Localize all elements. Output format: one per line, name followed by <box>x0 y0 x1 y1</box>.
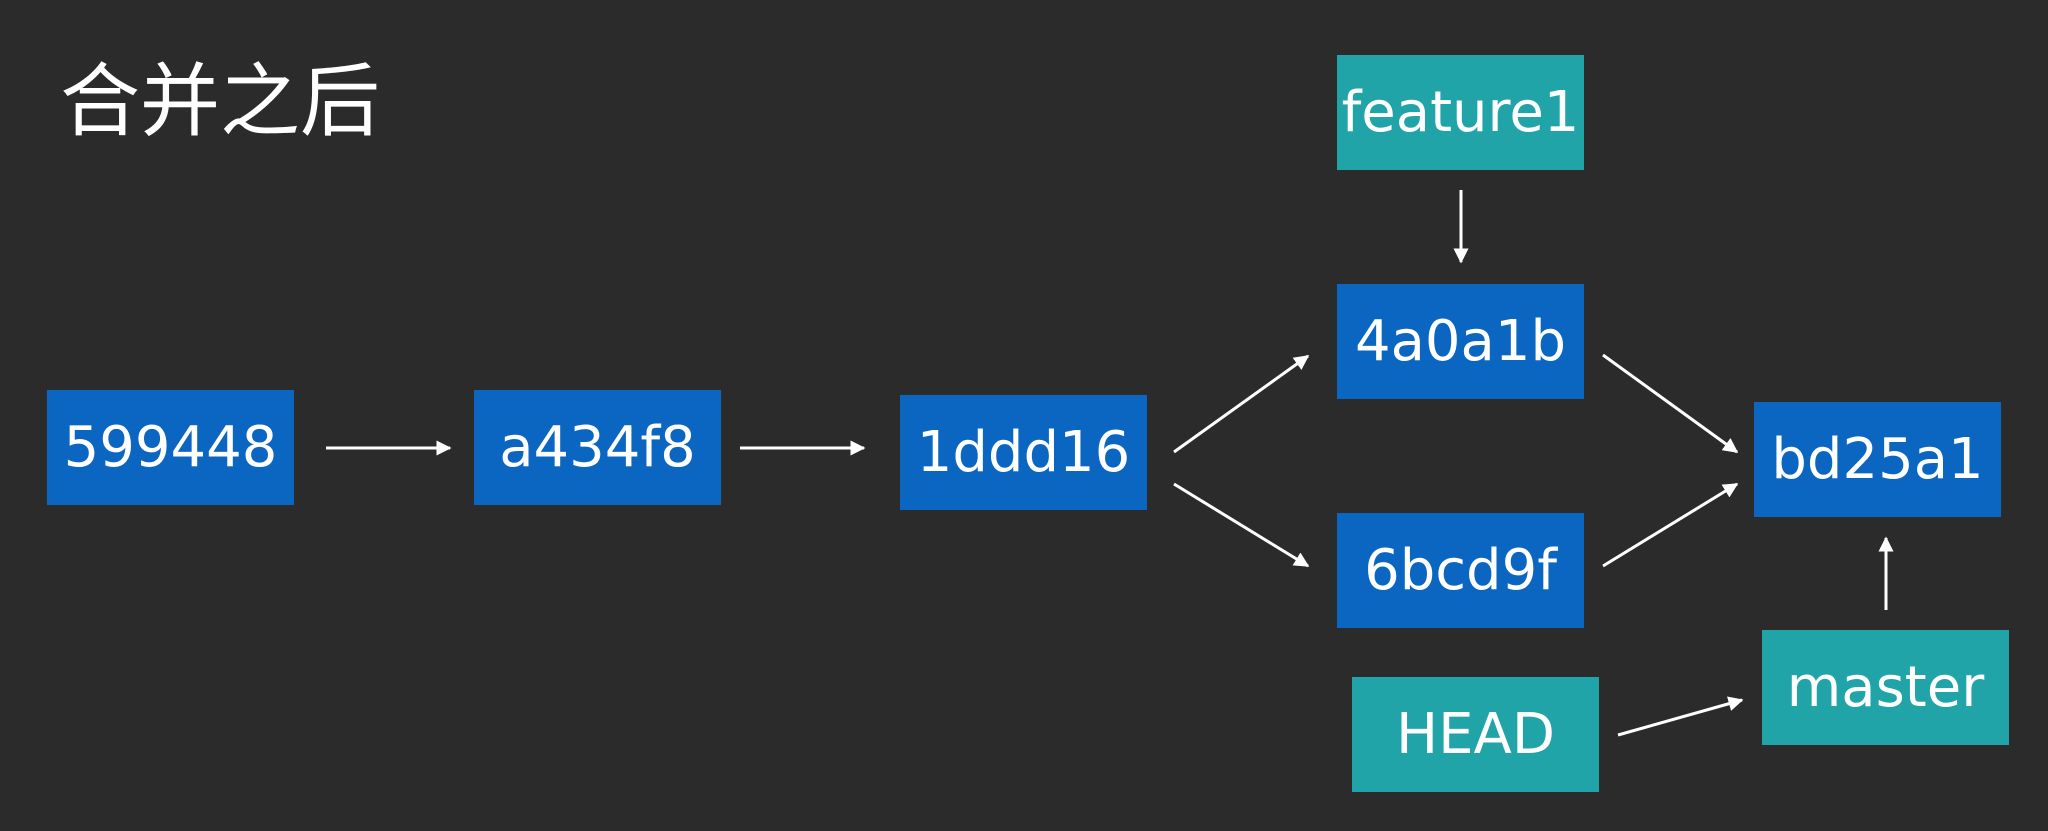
commit-node-a434f8[interactable]: a434f8 <box>474 390 721 505</box>
slide-title: 合并之后 <box>60 55 380 148</box>
commit-node-1ddd16[interactable]: 1ddd16 <box>900 395 1147 510</box>
branch-label-feature1[interactable]: feature1 <box>1337 55 1584 170</box>
head-label[interactable]: HEAD <box>1352 677 1599 792</box>
edge-1ddd16-to-6bcd9f <box>1173 482 1310 568</box>
edge-4a0a1b-to-bd25a1 <box>1602 353 1739 454</box>
commit-node-6bcd9f[interactable]: 6bcd9f <box>1337 513 1584 628</box>
commit-node-599448[interactable]: 599448 <box>47 390 294 505</box>
edge-6bcd9f-to-bd25a1 <box>1602 482 1739 568</box>
edge-1ddd16-to-4a0a1b <box>1173 354 1310 454</box>
edge-head-to-master <box>1617 696 1744 737</box>
commit-node-4a0a1b[interactable]: 4a0a1b <box>1337 284 1584 399</box>
branch-label-master[interactable]: master <box>1762 630 2009 745</box>
commit-node-bd25a1[interactable]: bd25a1 <box>1754 402 2001 517</box>
